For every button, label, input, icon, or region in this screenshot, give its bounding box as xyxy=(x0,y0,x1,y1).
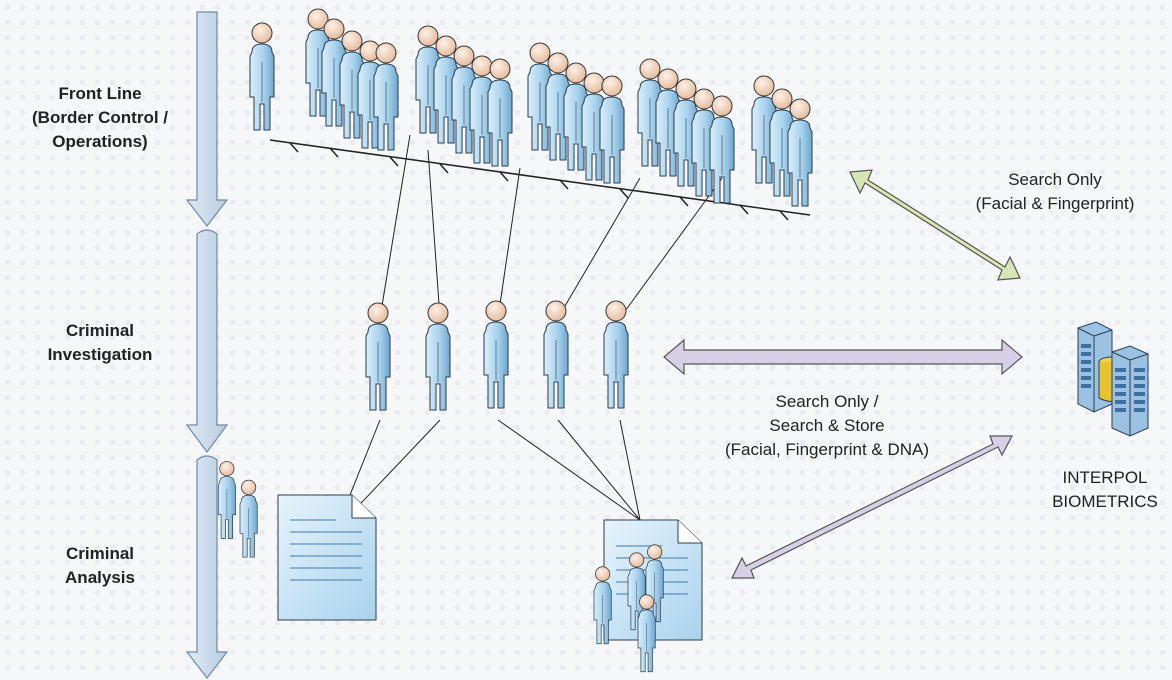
flow-arrow-2 xyxy=(185,229,229,454)
flow-arrow-1 xyxy=(185,11,229,227)
investigation-people xyxy=(365,300,629,411)
search-only-label: Search Only (Facial & Fingerprint) xyxy=(975,170,1135,213)
stage-label-criminal-investigation: Criminal Investigation xyxy=(47,321,153,364)
server-database-icon xyxy=(1077,321,1149,437)
analysis-document-1 xyxy=(217,461,377,621)
stage-label-criminal-analysis: Criminal Analysis xyxy=(65,544,135,587)
search-store-arrow xyxy=(663,338,1023,376)
search-store-label: Search Only / Search & Store (Facial, Fi… xyxy=(724,392,930,459)
stage-label-front-line: Front Line (Border Control / Operations) xyxy=(32,84,168,151)
interpol-biometrics-label: INTERPOL BIOMETRICS xyxy=(1052,468,1158,511)
search-only-arrow xyxy=(849,169,1021,281)
flow-arrow-3 xyxy=(185,455,229,679)
analysis-document-2 xyxy=(593,519,703,673)
analysis-arrow xyxy=(731,435,1013,579)
diagonal-ticks xyxy=(289,142,789,221)
